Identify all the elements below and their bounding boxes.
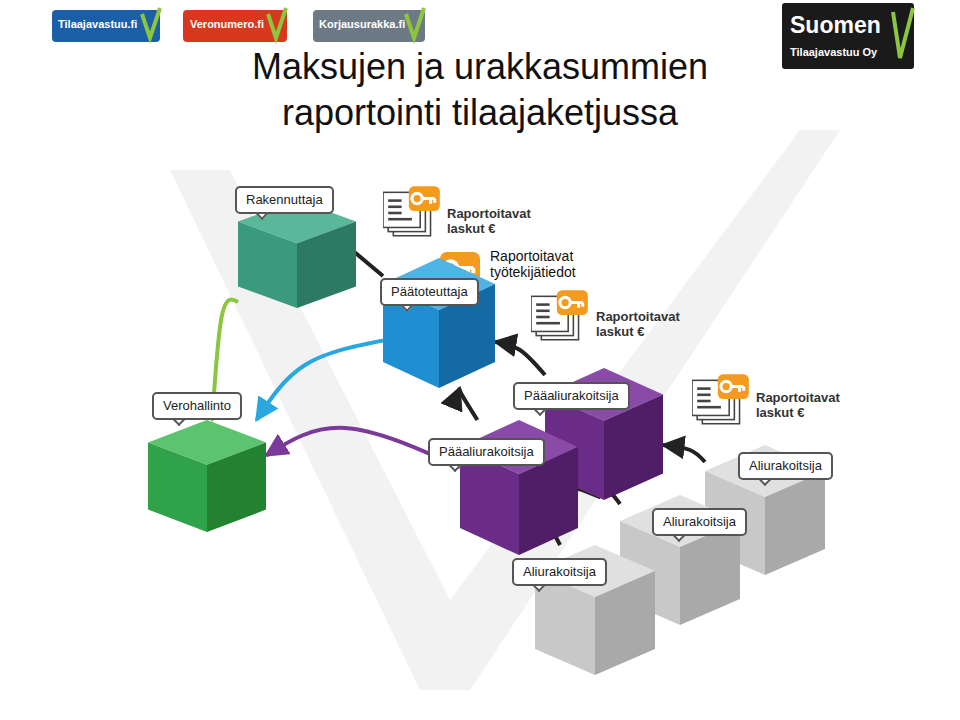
logo-text: Veronumero.fi xyxy=(190,18,270,31)
cube-node: Rakennuttaja xyxy=(238,200,356,308)
report-note: Raportoitavat laskut € xyxy=(756,390,856,420)
logo-plate xyxy=(782,3,914,69)
cube-shape xyxy=(238,200,356,308)
node-callout: Aliurakoitsija xyxy=(738,452,833,480)
node-callout: Rakennuttaja xyxy=(235,186,334,214)
node-callout: Aliurakoitsija xyxy=(512,558,607,586)
logo-text: Tilaajavastuu Oy xyxy=(790,46,890,59)
cube-face xyxy=(595,571,655,675)
report-note: Raportoitavat laskut € xyxy=(596,309,696,339)
cube-face xyxy=(148,442,207,532)
invoice-icon xyxy=(692,374,749,424)
flow-arrow xyxy=(495,342,545,375)
watermark-v xyxy=(170,130,840,690)
cube-face xyxy=(680,521,740,625)
node-callout: Päätoteuttaja xyxy=(380,278,479,306)
flow-arrow xyxy=(663,445,705,462)
node-callout: Verohallinto xyxy=(152,392,242,420)
invoice-icon xyxy=(531,290,588,340)
invoice-icon xyxy=(383,186,440,236)
cube-face xyxy=(297,222,356,308)
logo-text: Tilaajavastuu.fi xyxy=(58,18,148,31)
cube-node: Päätoteuttaja xyxy=(383,258,495,388)
cube-face xyxy=(604,394,663,500)
cube-node: Aliurakoitsija xyxy=(535,545,655,675)
flow-arrow xyxy=(256,341,383,420)
cube-face xyxy=(207,442,266,532)
node-callout: Pääaliurakoitsija xyxy=(428,438,545,466)
logo-check xyxy=(893,8,913,58)
diagram-title: Maksujen ja urakkasummien raportointi ti… xyxy=(190,44,770,136)
cube-shape xyxy=(148,420,266,532)
cube-node: Pääaliurakoitsija xyxy=(460,420,578,555)
flow-arrow xyxy=(460,388,478,420)
report-note: Raportoitavat laskut € xyxy=(447,206,547,236)
logo-text: Korjausurakka.fi xyxy=(319,18,409,31)
node-callout: Aliurakoitsija xyxy=(652,508,747,536)
node-callout: Pääaliurakoitsija xyxy=(513,382,630,410)
logo-check xyxy=(406,8,424,38)
logo-check xyxy=(142,8,160,38)
cube-node: Verohallinto xyxy=(148,420,266,532)
report-note: Raportoitavat työtekijätiedot xyxy=(490,248,615,280)
logo-text: Suomen xyxy=(790,12,890,38)
cube-face xyxy=(765,471,825,575)
logo-check xyxy=(268,8,286,38)
cube-face xyxy=(238,222,297,308)
